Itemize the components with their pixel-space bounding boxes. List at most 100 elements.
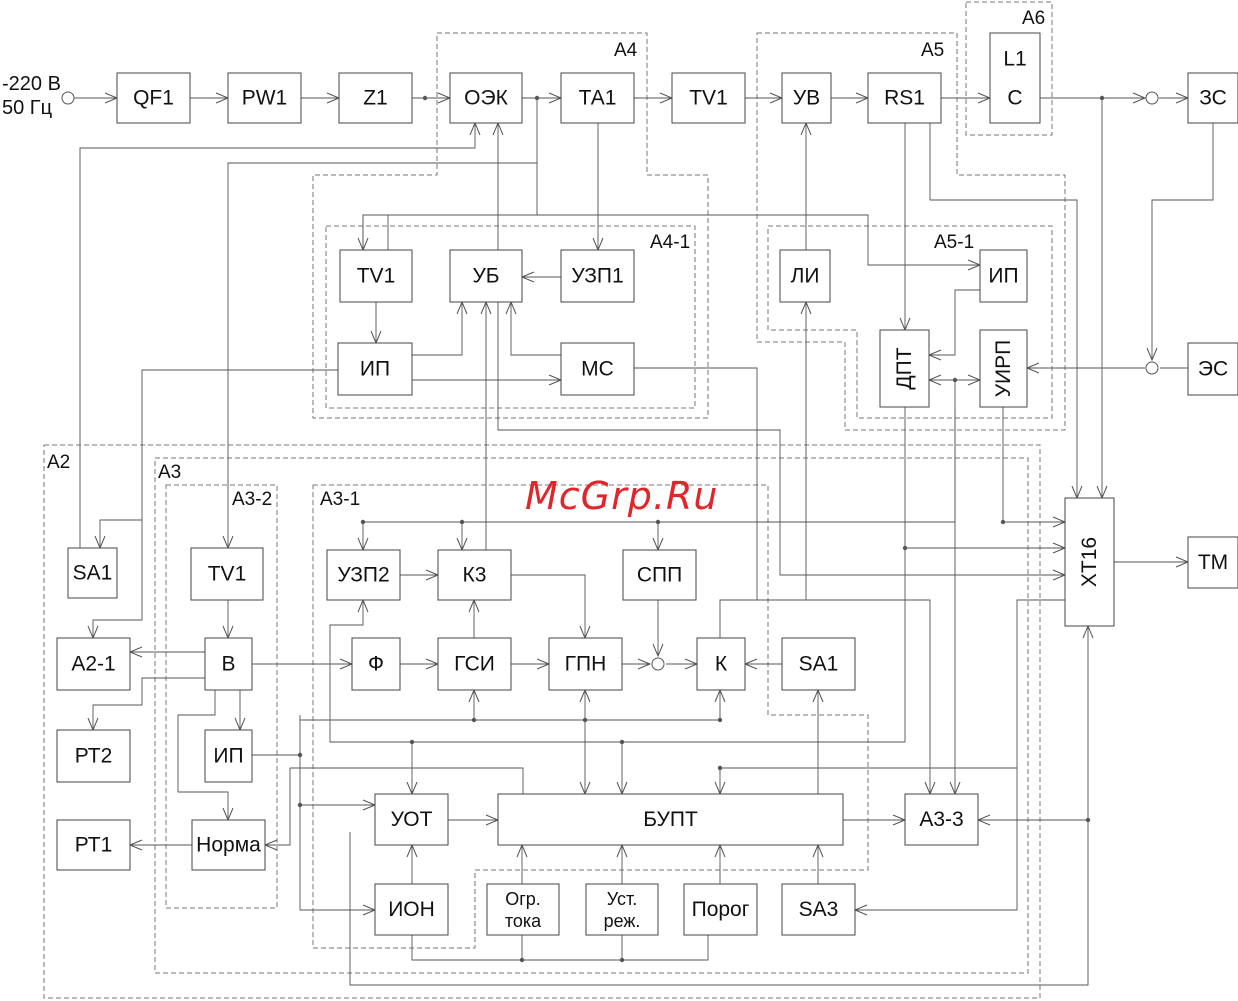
block-frame (338, 72, 413, 124)
block-rt2[interactable]: РТ2 (56, 729, 131, 783)
block-spp[interactable]: СПП (622, 549, 697, 601)
block-uot[interactable]: УОТ (374, 793, 449, 846)
block-xt16[interactable]: ХТ16 (1064, 497, 1115, 627)
block-label-l1: L1 (1003, 48, 1026, 71)
block-dpt[interactable]: ДПТ (879, 329, 930, 408)
block-frame (781, 72, 832, 124)
region-label-a5: A5 (921, 40, 944, 61)
block-frame (339, 249, 413, 303)
block-label: УВ (793, 87, 820, 110)
region-a2-outline (43, 444, 1041, 999)
region-label-a4: A4 (614, 40, 638, 61)
block-li[interactable]: ЛИ (779, 249, 831, 303)
block-uzp1[interactable]: УЗП1 (560, 249, 635, 303)
block-uv[interactable]: УВ (781, 72, 832, 124)
block-l1-c[interactable]: L1C (989, 32, 1041, 124)
region-a6-outline (965, 1, 1053, 136)
junction-dot (534, 95, 540, 101)
block-frame (56, 729, 131, 783)
block-ion[interactable]: ИОН (374, 883, 449, 936)
block-rt1[interactable]: РТ1 (56, 819, 131, 871)
junction-dot (717, 765, 723, 771)
block-ip-a41[interactable]: ИП (337, 342, 413, 396)
block-label: А2-1 (71, 653, 115, 676)
block-sa1[interactable]: SA1 (781, 637, 856, 691)
block-zs[interactable]: ЗС (1187, 72, 1238, 124)
block-oek[interactable]: ОЭК (449, 72, 523, 124)
block-ip-a51[interactable]: ИП (979, 249, 1028, 303)
junction-dot (1000, 519, 1006, 525)
block-f[interactable]: Ф (351, 637, 401, 691)
block-ust[interactable]: Уст.реж. (585, 883, 659, 936)
block-label: РТ2 (75, 745, 113, 768)
block-tv1-top[interactable]: TV1 (671, 72, 746, 124)
connection-line (100, 519, 142, 548)
junction-dot (619, 957, 625, 963)
block-frame (879, 329, 930, 408)
block-tv1-a41[interactable]: TV1 (339, 249, 413, 303)
block-frame (191, 819, 266, 871)
block-label-c: C (1007, 87, 1022, 110)
junction-dot (952, 377, 958, 383)
block-ip-a32[interactable]: ИП (204, 729, 253, 783)
block-gpn[interactable]: ГПН (548, 637, 623, 691)
junction-dot (619, 739, 625, 745)
block-frame (560, 342, 635, 396)
block-k[interactable]: К (696, 637, 746, 691)
block-label: TV1 (689, 87, 728, 110)
block-pw1[interactable]: PW1 (227, 72, 302, 124)
block-rs1[interactable]: RS1 (867, 72, 942, 124)
block-uirp[interactable]: УИРП (979, 329, 1028, 408)
block-ms[interactable]: МС (560, 342, 635, 396)
block-es[interactable]: ЭС (1187, 342, 1238, 396)
block-v[interactable]: В (204, 637, 253, 691)
block-frame (1064, 497, 1115, 627)
voltage-label: -220 В (2, 73, 61, 95)
block-label: УОТ (391, 808, 433, 831)
connection-line (265, 767, 524, 845)
block-gsi[interactable]: ГСИ (437, 637, 512, 691)
connection-line (299, 715, 375, 910)
connection-line (511, 574, 585, 638)
block-ta1[interactable]: ТА1 (560, 72, 635, 124)
block-label: ЗС (1199, 87, 1227, 110)
block-label: БУПТ (643, 808, 698, 831)
block-norma[interactable]: Норма (191, 819, 266, 871)
block-frame (374, 883, 449, 936)
region-label-a3_1: A3-1 (320, 489, 360, 510)
connection-line (349, 626, 1088, 986)
block-frame (560, 249, 635, 303)
block-uzp2[interactable]: УЗП2 (326, 549, 401, 601)
block-tm[interactable]: ТМ (1187, 536, 1238, 589)
block-qf1[interactable]: QF1 (116, 72, 191, 124)
block-sa3[interactable]: SA3 (781, 883, 856, 936)
block-frame (67, 547, 118, 599)
block-tv1-a32[interactable]: TV1 (190, 547, 264, 601)
block-label: SA1 (73, 562, 113, 585)
block-label: ДПТ (893, 347, 916, 389)
block-a2-1[interactable]: А2-1 (56, 637, 131, 691)
connection-line (904, 407, 1065, 548)
block-k3[interactable]: К3 (437, 549, 512, 601)
block-label: УЗП2 (337, 564, 389, 587)
region-label-a4_1: A4-1 (650, 232, 690, 253)
region-a3-outline (154, 457, 1029, 974)
block-label: SA1 (799, 653, 839, 676)
block-ogr[interactable]: Огр.тока (486, 883, 560, 936)
junction-dot (1085, 817, 1091, 823)
junction-dot (519, 957, 525, 963)
block-frame (560, 72, 635, 124)
block-label: Z1 (363, 87, 388, 110)
block-bupt[interactable]: БУПТ (497, 793, 844, 846)
block-label-line2: тока (505, 911, 542, 931)
region-label-a3_2: A3-2 (232, 489, 272, 510)
block-a3-3[interactable]: А3-3 (904, 793, 979, 846)
connection-line (412, 302, 462, 356)
block-label: ИП (988, 265, 1018, 288)
block-ub[interactable]: УБ (449, 249, 523, 303)
block-z1[interactable]: Z1 (338, 72, 413, 124)
block-porog[interactable]: Порог (683, 883, 758, 936)
block-sa1-left[interactable]: SA1 (67, 547, 118, 599)
block-label: RS1 (884, 87, 925, 110)
connection-line (362, 163, 538, 250)
